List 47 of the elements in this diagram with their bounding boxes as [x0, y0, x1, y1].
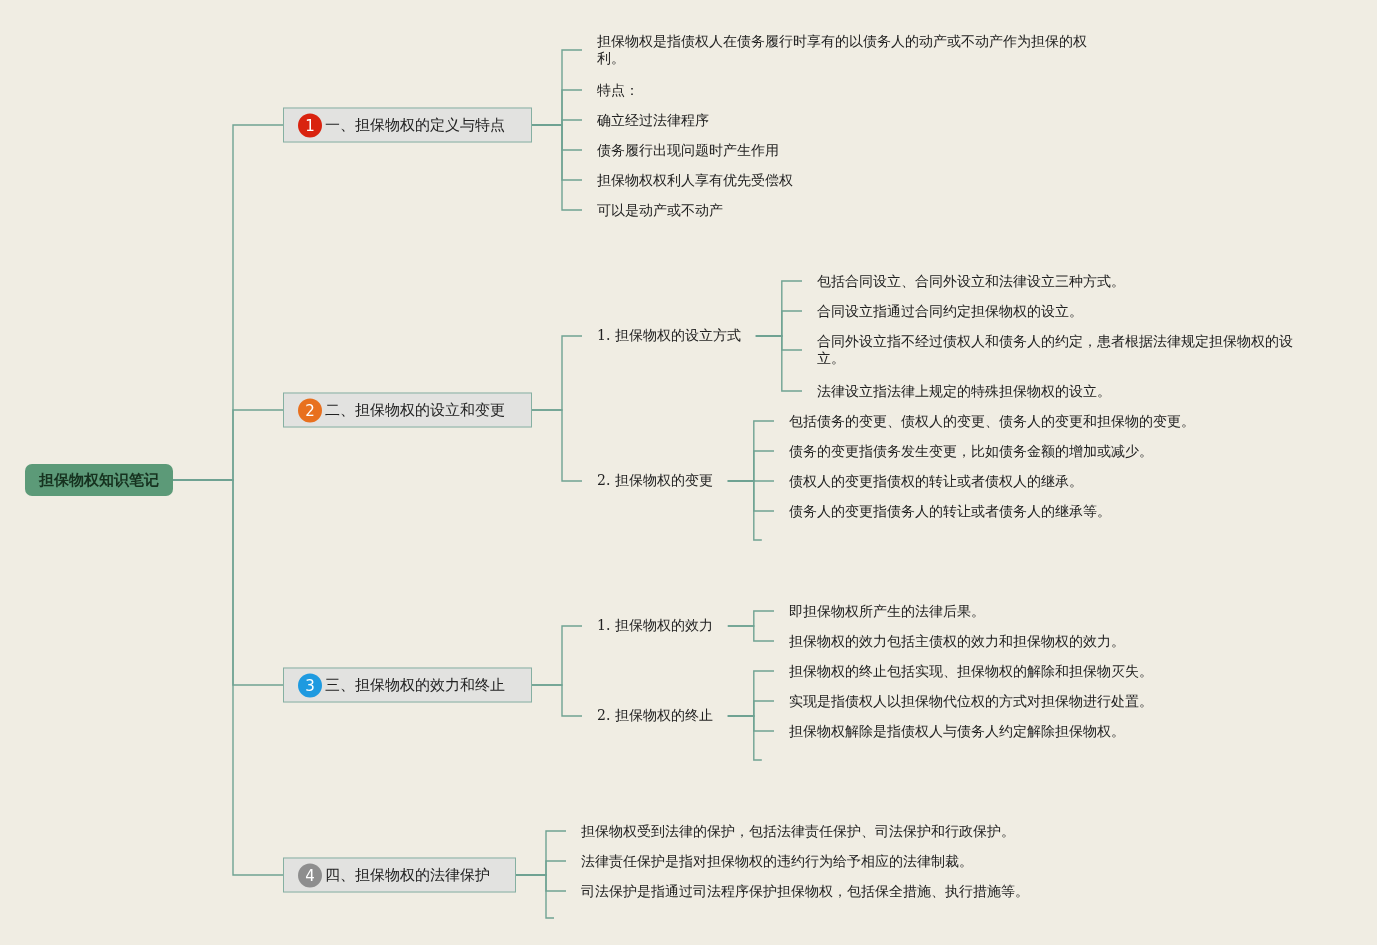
- branch-line: [515, 874, 555, 919]
- number-badge: 1: [298, 113, 322, 137]
- note-text: 实现是指债权人以担保物代位权的方式对担保物进行处置。: [774, 692, 1153, 710]
- number-badge: 2: [298, 398, 322, 422]
- branch-line: [531, 124, 583, 211]
- subtopic-text: 1. 担保物权的效力: [582, 617, 728, 635]
- note-text: 合同设立指通过合同约定担保物权的设立。: [802, 302, 1083, 320]
- branch-line: [755, 335, 803, 392]
- note-text: 担保物权受到法律的保护，包括法律责任保护、司法保护和行政保护。: [566, 822, 1015, 840]
- topic-title: 一、担保物权的定义与特点: [325, 115, 505, 135]
- note-text: 合同外设立指不经过债权人和债务人的约定，患者根据法律规定担保物权的设立。: [802, 333, 1312, 367]
- note-text: 法律责任保护是指对担保物权的违约行为给予相应的法律制裁。: [566, 852, 973, 870]
- central-topic-box: 担保物权知识笔记: [25, 464, 173, 496]
- number-badge: 4: [298, 863, 322, 887]
- note-text: 可以是动产或不动产: [582, 201, 723, 219]
- branch-line: [531, 409, 583, 482]
- note-text: 债权人的变更指债权的转让或者债权人的继承。: [774, 472, 1083, 490]
- number-badge: 3: [298, 673, 322, 697]
- note-text: 债务人的变更指债务人的转让或者债务人的继承等。: [774, 502, 1111, 520]
- note-text: 债务的变更指债务发生变更，比如债务金额的增加或减少。: [774, 442, 1153, 460]
- note-text: 担保物权是指债权人在债务履行时享有的以债务人的动产或不动产作为担保的权利。: [582, 33, 1102, 67]
- topic-title: 三、担保物权的效力和终止: [325, 675, 505, 695]
- main-topic-box: [283, 857, 516, 893]
- note-text: 确立经过法律程序: [582, 111, 709, 129]
- branch-line: [727, 715, 763, 761]
- topic-title: 四、担保物权的法律保护: [325, 865, 490, 885]
- main-topic-box: [283, 667, 532, 703]
- note-text: 担保物权的终止包括实现、担保物权的解除和担保物灭失。: [774, 662, 1153, 680]
- note-text: 法律设立指法律上规定的特殊担保物权的设立。: [802, 382, 1111, 400]
- subtopic-text: 2. 担保物权的变更: [582, 472, 728, 490]
- subtopic-text: 2. 担保物权的终止: [582, 707, 728, 725]
- note-text: 司法保护是指通过司法程序保护担保物权，包括保全措施、执行措施等。: [566, 882, 1029, 900]
- note-text: 债务履行出现问题时产生作用: [582, 141, 779, 159]
- note-text: 包括债务的变更、债权人的变更、债务人的变更和担保物的变更。: [774, 412, 1195, 430]
- subtopic-text: 1. 担保物权的设立方式: [582, 327, 756, 345]
- branch-line: [531, 684, 583, 717]
- branch-line: [727, 625, 775, 642]
- main-topic-box: [283, 107, 532, 143]
- main-topic-box: [283, 392, 532, 428]
- note-text: 即担保物权所产生的法律后果。: [774, 602, 985, 620]
- topic-title: 二、担保物权的设立和变更: [325, 400, 505, 420]
- note-text: 包括合同设立、合同外设立和法律设立三种方式。: [802, 272, 1125, 290]
- note-text: 担保物权的效力包括主债权的效力和担保物权的效力。: [774, 632, 1125, 650]
- note-text: 担保物权权利人享有优先受偿权: [582, 171, 793, 189]
- note-text: 特点：: [582, 81, 639, 99]
- note-text: 担保物权解除是指债权人与债务人约定解除担保物权。: [774, 722, 1125, 740]
- branch-line: [727, 480, 763, 541]
